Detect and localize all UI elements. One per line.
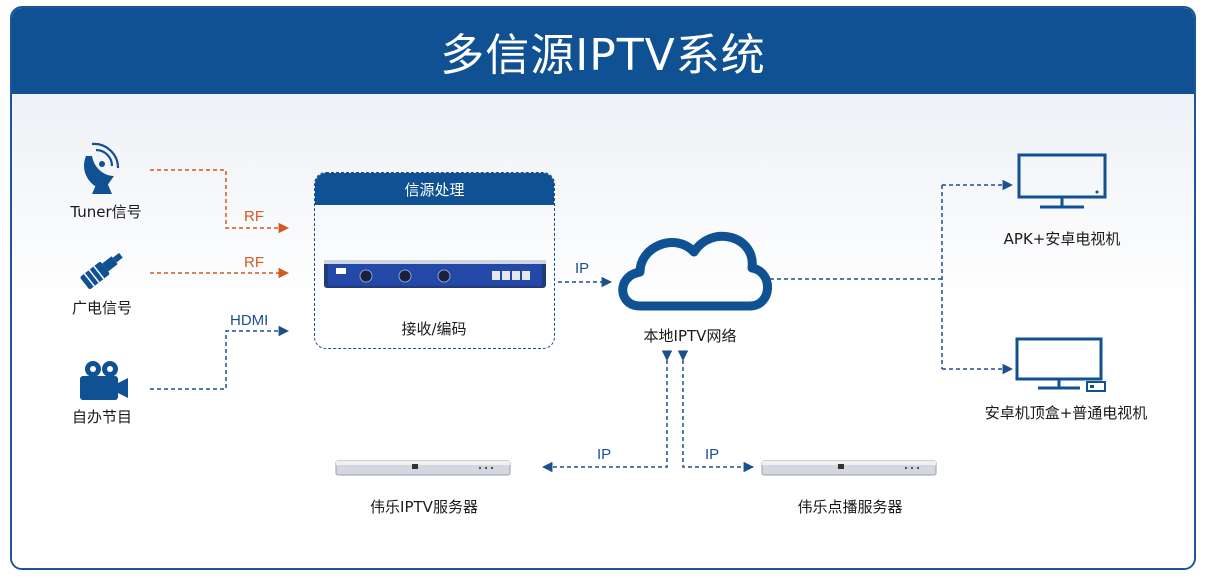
cloud-label: 本地IPTV网络: [643, 327, 737, 345]
tv2-label: 安卓机顶盒+普通电视机: [984, 404, 1148, 422]
page-title: 多信源IPTV系统: [440, 30, 766, 81]
iptv-server-device: [335, 460, 511, 476]
self-program-label: 自办节目: [71, 408, 133, 426]
rf-label-2: RF: [244, 254, 264, 271]
iptv-server-label: 伟乐IPTV服务器: [370, 498, 478, 516]
diagram-frame: 多信源IPTV系统: [10, 6, 1196, 570]
edge-tuner-rf: [150, 169, 290, 234]
rf-label-1: RF: [244, 208, 264, 225]
ip-label-right: IP: [705, 446, 720, 463]
satellite-dish-icon: [84, 142, 120, 194]
video-camera-icon: [80, 361, 128, 400]
broadcast-signal-label: 广电信号: [71, 299, 133, 317]
device-label: 接收/编码: [401, 320, 467, 338]
diagram-background: [12, 94, 1194, 568]
ip-label-left: IP: [597, 446, 612, 463]
edge-self-hdmi: [150, 325, 290, 390]
edge-cloud-servers: [541, 350, 755, 473]
tuner-signal-label: Tuner信号: [70, 203, 142, 221]
edge-cloud-outputs: [770, 179, 1014, 375]
vod-server-label: 伟乐点播服务器: [797, 498, 903, 516]
source-processing-box: 信源处理: [314, 172, 555, 349]
hdmi-label: HDMI: [230, 312, 269, 329]
vod-server-device: [761, 460, 937, 476]
tv1-label: APK+安卓电视机: [1003, 230, 1121, 248]
coax-cable-icon: [80, 252, 123, 290]
ip-label-main: IP: [575, 260, 590, 277]
encoder-device: [324, 260, 546, 288]
cloud-icon: [618, 231, 772, 311]
box-header: 信源处理: [315, 173, 554, 205]
tv-with-settop-box-icon: [1015, 337, 1106, 392]
title-bar: 多信源IPTV系统: [12, 8, 1194, 94]
tv-icon: [1017, 153, 1107, 209]
